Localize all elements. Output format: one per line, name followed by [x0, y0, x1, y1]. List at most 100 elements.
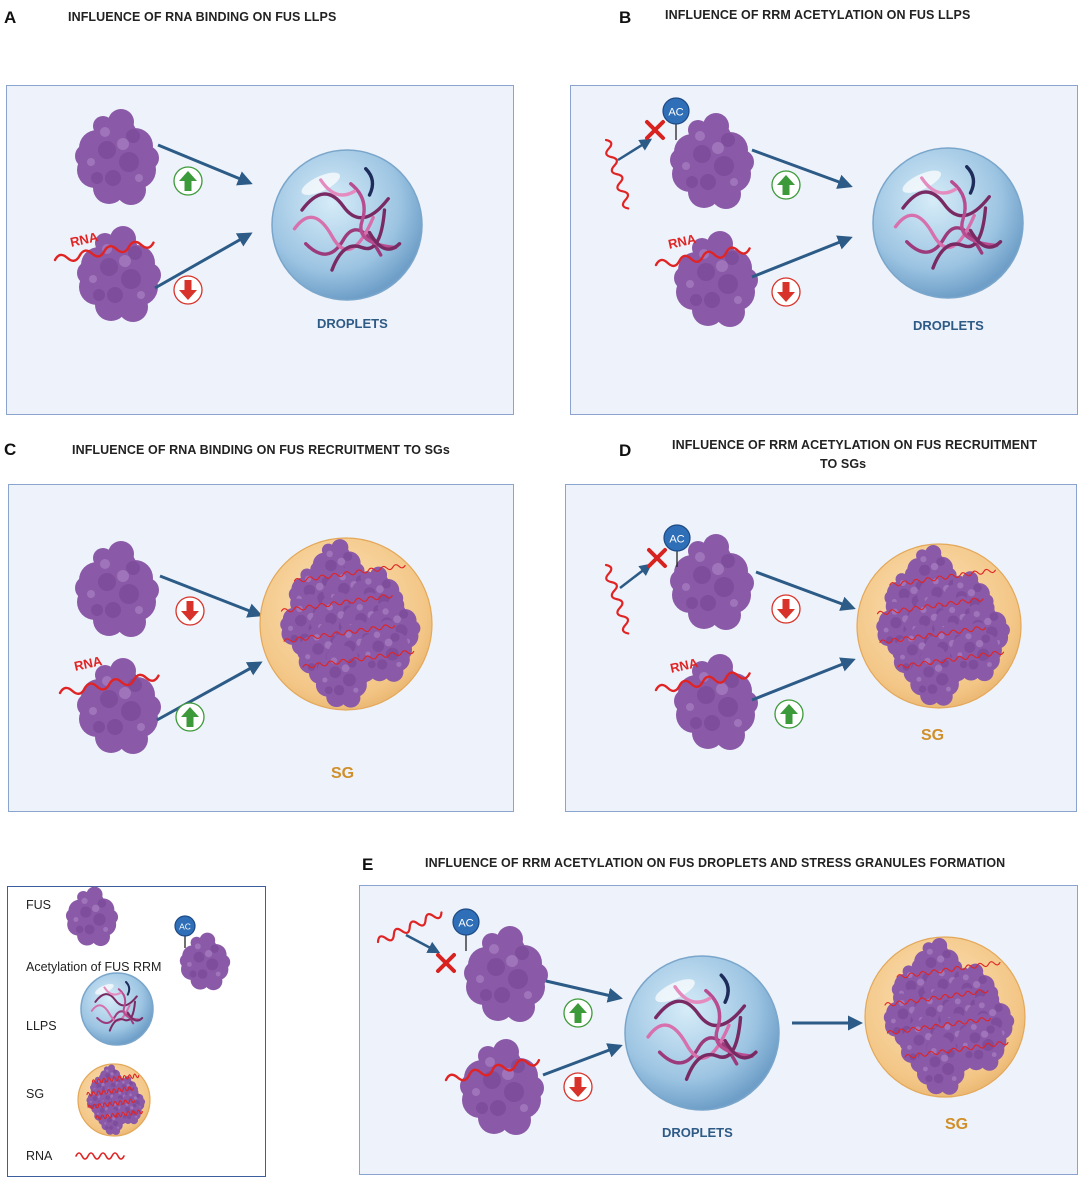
legend-rna-strand-icon — [75, 1152, 125, 1160]
sg-rna-icon — [876, 597, 984, 615]
sg-protein-icon — [909, 646, 961, 706]
sg-rna-icon — [897, 650, 1005, 669]
panel-d-block-x-icon — [647, 548, 667, 568]
panel-d-rna-strand-icon — [654, 671, 751, 693]
panel-a-arrow-bottom — [154, 232, 253, 290]
panel-c-letter: C — [4, 440, 17, 459]
panel-c-arrow-top — [159, 574, 263, 618]
panel-c-down-arrow-icon — [175, 596, 205, 626]
sg-rna-icon — [904, 1041, 1009, 1059]
sg-rna-icon — [87, 1098, 135, 1110]
panel-b-letter: B — [619, 8, 632, 27]
panel-b-up-arrow-icon — [771, 170, 801, 200]
sg-protein-icon — [950, 622, 1002, 682]
panel-e-down-arrow-icon — [563, 1072, 593, 1102]
panel-d-acetyl-icon: AC — [663, 524, 691, 567]
panel-a-fus-protein-icon — [75, 109, 159, 205]
panel-d-arrow-bottom — [751, 657, 856, 702]
panel-a-droplet-icon — [271, 149, 423, 301]
legend-acetyl-protein-icon — [179, 932, 231, 991]
panel-d-fus-protein-icon — [670, 534, 754, 630]
sg-rna-icon — [896, 961, 1001, 979]
panel-e-arrow-top — [545, 979, 623, 1003]
panel-d-sg-label: SG — [921, 727, 945, 744]
sg-rna-icon — [886, 1017, 991, 1035]
panel-b-down-arrow-icon — [771, 277, 801, 307]
sg-protein-icon — [100, 1109, 124, 1136]
legend-fus-protein-icon — [65, 886, 119, 947]
panel-c-sg-label: SG — [331, 765, 355, 782]
panel-b-rna-arrow — [617, 138, 653, 162]
legend-llps-label: LLPS — [26, 1019, 57, 1033]
sg-protein-icon — [314, 645, 369, 708]
panel-e-title: INFLUENCE OF RRM ACETYLATION ON FUS DROP… — [425, 856, 1006, 870]
panel-d-free-rna-icon — [604, 563, 630, 635]
panel-a-fus-rna-protein-icon — [77, 226, 161, 322]
sg-protein-icon — [357, 619, 412, 682]
panel-e-letter: E — [362, 855, 374, 874]
sg-rna-icon — [889, 568, 996, 587]
panel-c-fus-rna-protein-icon — [77, 658, 161, 754]
sg-rna-icon — [879, 626, 987, 644]
panel-d-rna-arrow — [619, 563, 652, 589]
acetyl-label: AC — [669, 534, 684, 546]
legend-sg-label: SG — [26, 1087, 45, 1101]
sg-rna-icon — [302, 650, 415, 669]
panel-a-rna-strand-icon — [53, 240, 155, 262]
panel-c-box — [8, 484, 514, 812]
acetyl-label: AC — [668, 107, 683, 119]
panel-e-block-x-icon — [436, 953, 456, 973]
panel-e-acetyl-icon: AC — [452, 908, 480, 951]
panel-a-droplets-label: DROPLETS — [317, 316, 388, 331]
panel-c-rna-strand-icon — [58, 673, 160, 695]
panel-a-title: INFLUENCE OF RNA BINDING ON FUS LLPS — [68, 10, 337, 24]
panel-e-rna-strand-icon — [444, 1058, 541, 1082]
panel-a-letter: A — [4, 8, 17, 27]
sg-protein-icon — [955, 1013, 1007, 1071]
panel-c-title: INFLUENCE OF RNA BINDING ON FUS RECRUITM… — [72, 443, 450, 457]
panel-e-free-rna-icon — [376, 911, 443, 944]
panel-e-fus-protein-icon — [464, 926, 548, 1022]
acetyl-label: AC — [458, 918, 473, 930]
acetyl-label: AC — [179, 922, 191, 932]
panel-e-droplets-label: DROPLETS — [662, 1125, 733, 1140]
panel-b-fus-rna-protein-icon — [674, 231, 758, 327]
panel-b-rna-strand-icon — [654, 246, 751, 268]
panel-d-down-arrow-icon — [771, 594, 801, 624]
panel-b-fus-protein-icon — [670, 113, 754, 209]
sg-rna-icon — [91, 1073, 140, 1084]
panel-b-block-x-icon — [645, 120, 665, 140]
sg-protein-icon — [915, 1037, 967, 1095]
panel-b-acetyl-icon: AC — [662, 97, 690, 140]
panel-b-droplet-icon — [872, 147, 1024, 299]
panel-e-fus-rna-protein-icon — [460, 1039, 544, 1135]
legend-acetyl-icon: AC — [174, 915, 196, 948]
sg-rna-icon — [86, 1086, 134, 1097]
panel-b-arrow-top — [751, 148, 853, 189]
panel-a-down-arrow-icon — [173, 275, 203, 305]
panel-b-droplets-label: DROPLETS — [913, 318, 984, 333]
panel-b-free-rna-icon — [604, 138, 630, 210]
legend-acetylation-label: Acetylation of FUS RRM — [26, 960, 162, 974]
panel-d-arrow-top — [755, 570, 856, 611]
panel-c-up-arrow-icon — [175, 702, 205, 732]
sg-protein-icon — [86, 1087, 110, 1114]
panel-c-arrow-bottom — [156, 661, 263, 722]
panel-b-arrow-bottom — [751, 235, 853, 279]
legend-llps-droplet-icon — [80, 972, 154, 1046]
sg-rna-icon — [280, 594, 393, 613]
panel-e-sg-label: SG — [945, 1116, 969, 1133]
panel-e-rna-arrow — [405, 933, 441, 954]
legend-rna-label: RNA — [26, 1149, 53, 1163]
panel-b-title: INFLUENCE OF RRM ACETYLATION ON FUS LLPS — [665, 8, 971, 22]
sg-rna-icon — [283, 624, 396, 643]
sg-rna-icon — [95, 1109, 143, 1120]
panel-a-up-arrow-icon — [173, 166, 203, 196]
panel-d-letter: D — [619, 441, 632, 460]
panel-d-title-line1: INFLUENCE OF RRM ACETYLATION ON FUS RECR… — [672, 438, 1038, 452]
panel-d-fus-rna-protein-icon — [674, 654, 758, 750]
panel-e-droplet-icon — [624, 955, 780, 1111]
panel-d-title-line2: TO SGs — [820, 457, 867, 471]
sg-rna-icon — [293, 564, 406, 583]
